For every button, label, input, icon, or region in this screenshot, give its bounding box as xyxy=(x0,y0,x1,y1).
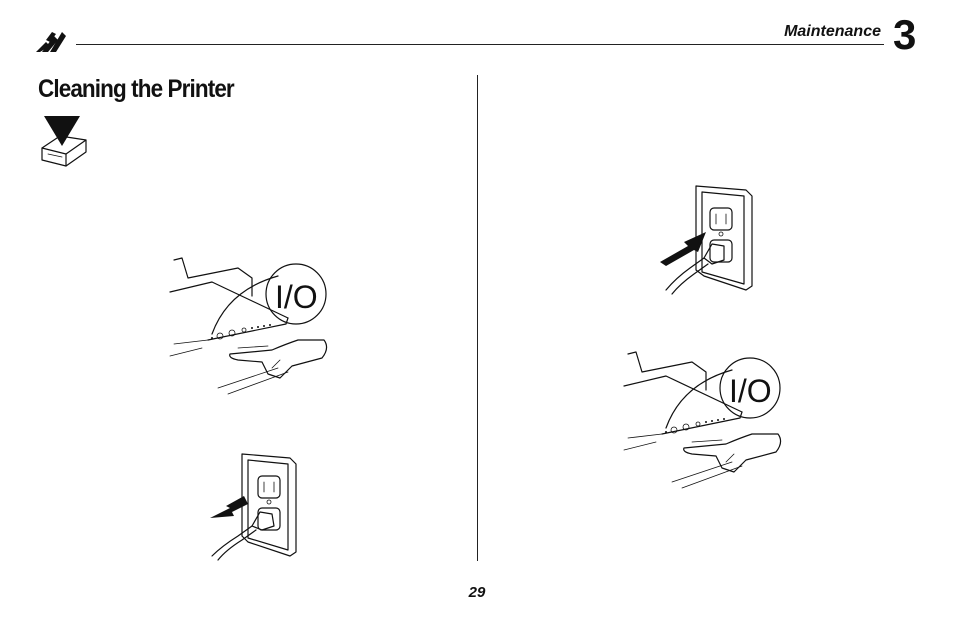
power-button-label: I/O xyxy=(729,373,772,409)
power-plug xyxy=(666,244,724,294)
column-divider xyxy=(477,75,478,561)
hand xyxy=(230,340,327,378)
hand xyxy=(684,434,781,472)
page-heading: Cleaning the Printer xyxy=(38,74,234,104)
power-button-label: I/O xyxy=(275,279,318,315)
warning-printer-icon xyxy=(38,114,90,170)
zoom-callout: I/O xyxy=(666,358,780,428)
illustration-press-power-button-2: I/O xyxy=(622,348,788,488)
illustration-unplug-cord xyxy=(208,452,300,560)
warning-triangle-icon xyxy=(44,116,80,146)
wall-outlet xyxy=(242,454,296,556)
illustration-plug-in-cord xyxy=(658,184,754,294)
zoom-callout: I/O xyxy=(212,264,326,334)
brand-logo-icon xyxy=(36,28,70,54)
header-rule xyxy=(76,44,884,45)
button-row xyxy=(665,418,725,433)
wall-outlet xyxy=(696,186,752,290)
button-row xyxy=(211,324,271,339)
power-plug xyxy=(212,512,274,560)
section-title: Maintenance xyxy=(784,22,881,42)
chapter-number: 3 xyxy=(893,12,916,58)
illustration-press-power-button: I/O xyxy=(168,256,334,394)
page-number: 29 xyxy=(0,584,954,601)
